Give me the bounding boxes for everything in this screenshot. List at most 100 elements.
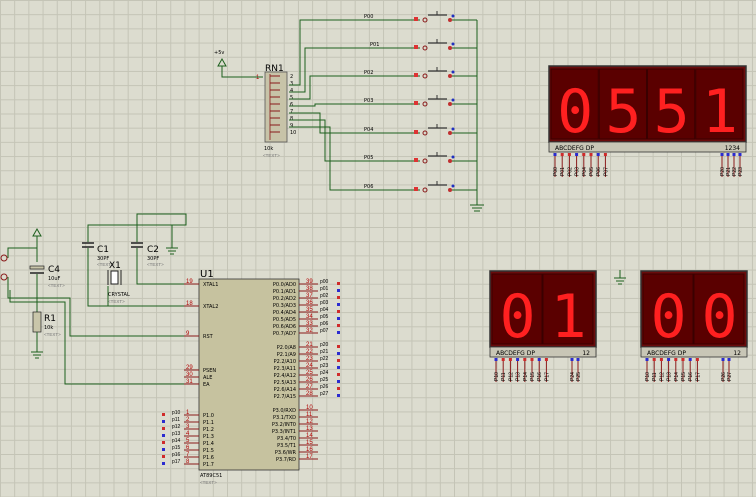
u1-pin-number: 38 xyxy=(306,286,313,292)
u1-pin-number: 33 xyxy=(306,321,313,327)
pin-state-marker xyxy=(570,358,574,361)
pin-state-marker xyxy=(337,317,340,320)
button-wires xyxy=(289,19,477,191)
net-label: p27 xyxy=(320,391,329,397)
digit-cell xyxy=(695,68,744,140)
button-net-label: P06 xyxy=(364,184,373,190)
button-wire xyxy=(289,19,420,86)
pin-state-marker xyxy=(494,358,498,361)
u1-pin-name: P3.1/TXD xyxy=(273,415,296,421)
u1-pin-name: P0.5/AD5 xyxy=(273,317,296,323)
net-label: p20 xyxy=(320,342,329,348)
display-net-label: P07 xyxy=(603,167,609,176)
common-pin-labels: 12 xyxy=(582,350,590,357)
r1-value: 10k xyxy=(44,325,53,331)
display-net-label: P16 xyxy=(537,372,543,381)
net-label: p23 xyxy=(320,363,329,369)
u1-pin-name: P1.5 xyxy=(203,448,214,454)
u1-pin-number: 17 xyxy=(306,454,313,460)
rn1-ref: RN1 xyxy=(265,64,284,74)
x1-ref: X1 xyxy=(109,261,121,271)
button-wire xyxy=(289,47,420,93)
u1-pin-name: P1.2 xyxy=(203,427,214,433)
power-terminal[interactable]: +5v xyxy=(214,50,263,78)
display-net-label: P16 xyxy=(688,372,694,381)
c4-ref: C4 xyxy=(48,265,60,275)
u1-pin-number: 30 xyxy=(186,372,193,378)
u1-pin-name: P1.1 xyxy=(203,420,214,426)
button-contact xyxy=(422,45,428,51)
crystal-x1-body xyxy=(110,270,119,285)
pin-state-marker xyxy=(337,310,340,313)
power-arrow-icon xyxy=(217,57,227,67)
net-label: p07 xyxy=(320,328,329,334)
display-net-label: P14 xyxy=(523,372,529,381)
button-net-label: P02 xyxy=(364,70,373,76)
rst-wire xyxy=(37,297,198,337)
u1-pin-number: 27 xyxy=(306,384,313,390)
u1-pin-name: P1.4 xyxy=(203,441,214,447)
u1-pin-name: EA xyxy=(203,382,210,388)
pin-state-marker xyxy=(523,358,527,361)
display-net-label: P14 xyxy=(674,372,680,381)
u1-pin-number: 24 xyxy=(306,363,313,369)
rn1-pin-number: 8 xyxy=(290,116,293,122)
u1-pin-number: 23 xyxy=(306,356,313,362)
reset-circuit[interactable]: C4 10uF <TEXT> R1 10k <TEXT> xyxy=(0,227,198,385)
button-wire xyxy=(289,126,420,191)
pin-state-marker xyxy=(516,358,520,361)
u1-pin-number: 36 xyxy=(306,300,313,306)
pin-state-marker xyxy=(544,358,548,361)
rn1-pin-number: 6 xyxy=(290,102,293,108)
button-wire xyxy=(289,103,420,107)
u1-pin-number: 18 xyxy=(186,301,193,307)
button-contact xyxy=(448,131,452,135)
button-state-dot xyxy=(451,155,455,159)
pin-state-marker xyxy=(337,296,340,299)
display-net-label: P26 xyxy=(721,372,727,381)
button-state-dot xyxy=(451,70,455,74)
segment-pin-labels: ABCDEFG DP xyxy=(496,350,535,357)
rn1-pin-number: 7 xyxy=(290,109,293,115)
c2-ref: C2 xyxy=(147,245,159,255)
x1-value: CRYSTAL xyxy=(108,292,130,298)
u1-pin-name: RST xyxy=(203,334,214,340)
net-label: p17 xyxy=(172,459,181,465)
pin-state-marker xyxy=(652,358,656,361)
pin-state-marker xyxy=(162,420,165,423)
power-wire xyxy=(221,66,263,78)
display-net-label: P23 xyxy=(738,167,744,176)
net-label: p11 xyxy=(172,417,180,423)
u1-pin-number: 14 xyxy=(306,433,313,439)
u1-pin-name: P3.4/T0 xyxy=(277,436,296,442)
display-net-label: P17 xyxy=(695,372,701,381)
pin-state-marker xyxy=(162,434,165,437)
u1-pin-name: P0.0/AD0 xyxy=(273,282,296,288)
pin-state-marker xyxy=(508,358,512,361)
crystal-oscillator[interactable]: C1 30PF <TEXT> C2 30PF <TEXT> X1 CRYSTAL… xyxy=(82,213,198,307)
x1-text-placeholder: <TEXT> xyxy=(108,299,125,304)
u1-pin-number: 19 xyxy=(186,279,193,285)
u1-pin-number: 35 xyxy=(306,307,313,313)
rn1-pin-number: 9 xyxy=(290,123,293,129)
pin-state-marker xyxy=(337,366,340,369)
net-label: p12 xyxy=(172,424,181,430)
c1-text-placeholder: <TEXT> xyxy=(97,262,114,267)
display-net-label: P13 xyxy=(667,372,673,381)
u1-pin-name: P0.3/AD3 xyxy=(273,303,296,309)
u1-pin-name: P0.4/AD4 xyxy=(273,310,296,316)
net-label: p01 xyxy=(320,286,329,292)
u1-pin-number: 37 xyxy=(306,293,313,299)
net-label: p06 xyxy=(320,321,329,327)
pin-state-marker xyxy=(530,358,534,361)
display-net-label: P21 xyxy=(726,167,732,176)
